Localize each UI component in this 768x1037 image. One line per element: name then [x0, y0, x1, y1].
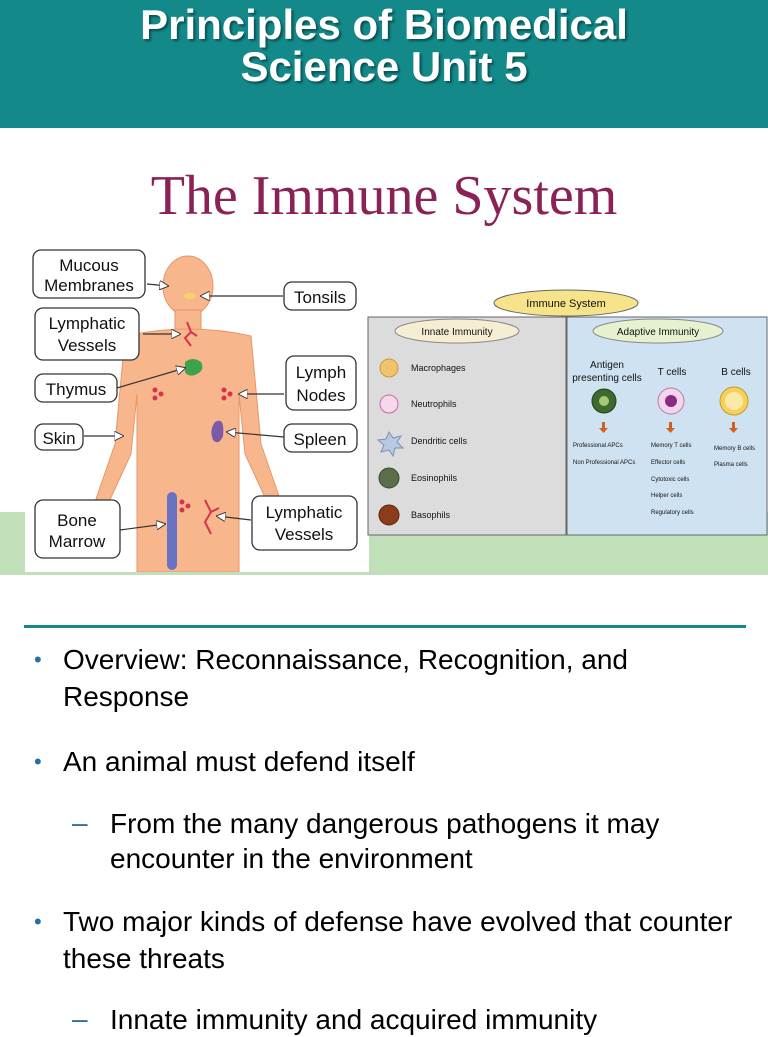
label-lymphatic-top-1: Lymphatic	[49, 314, 126, 333]
bullet-marker: •	[34, 909, 42, 934]
lymphatic-vessel-lines	[183, 321, 220, 535]
adaptive-cell-icons	[591, 386, 749, 416]
apc-header-1: Antigen	[590, 360, 624, 371]
bcell-item-2: Plasma cells	[714, 462, 748, 468]
bullet-text: Overview: Reconnaissance, Recognition, a…	[63, 644, 628, 712]
label-arrows	[84, 284, 285, 531]
slide-heading-line2: Science Unit 5	[240, 43, 528, 90]
adaptive-title: Adaptive Immunity	[617, 327, 699, 338]
tonsils-organ	[184, 293, 196, 299]
label-lymphatic-bottom-1: Lymphatic	[266, 503, 343, 522]
body-organs-figure: Mucous Membranes Lymphatic Vessels Thymu…	[25, 244, 369, 573]
bcell-item-1: Memory B cells	[714, 446, 755, 452]
innate-cell-2: Neutrophils	[411, 399, 457, 409]
spleen-organ	[211, 420, 224, 443]
label-spleen: Spleen	[294, 430, 347, 449]
innate-cell-icons	[376, 358, 405, 526]
body-silhouette	[95, 255, 281, 573]
apc-header-2: presenting cells	[572, 373, 641, 384]
bullet-marker: •	[34, 647, 42, 672]
innate-cell-3: Dendritic cells	[411, 436, 468, 446]
innate-title: Innate Immunity	[421, 327, 492, 338]
label-mucous-2: Membranes	[44, 276, 134, 295]
apc-item-2: Non Professional APCs	[573, 460, 635, 466]
tcell-item-3: Cytotoxic cells	[651, 477, 689, 483]
tcell-item-4: Helper cells	[651, 493, 682, 499]
sub-bullet-marker: –	[72, 807, 88, 838]
tcell-item-5: Regulatory cells	[651, 510, 694, 516]
tcell-header: T cells	[658, 367, 687, 378]
label-tonsils: Tonsils	[294, 288, 346, 307]
adaptive-panel	[566, 316, 768, 536]
slide-heading: Principles of Biomedical Science Unit 5	[0, 4, 768, 88]
label-lymph-nodes-1: Lymph	[296, 363, 346, 382]
innate-panel	[367, 316, 567, 536]
sub-bullet-marker: –	[72, 1003, 88, 1034]
root-label: Immune System	[526, 298, 605, 310]
sub-bullet-text: From the many dangerous pathogens it may…	[110, 808, 660, 874]
label-mucous-1: Mucous	[59, 256, 119, 275]
root-node	[493, 289, 639, 317]
bullet-text: Two major kinds of defense have evolved …	[63, 906, 733, 974]
title-bar: Principles of Biomedical Science Unit 5	[0, 0, 768, 128]
label-bone-marrow-1: Bone	[57, 511, 97, 530]
tcell-item-2: Effector cells	[651, 460, 685, 466]
sub-bullet-text: Innate immunity and acquired immunity	[110, 1004, 598, 1035]
label-lymphatic-bottom-2: Vessels	[275, 525, 334, 544]
innate-cell-1: Macrophages	[411, 363, 466, 373]
innate-node	[394, 318, 520, 344]
down-arrows	[599, 422, 738, 433]
bone-marrow-organ	[167, 492, 177, 570]
immune-classification-chart: Immune System Innate Immunity Adaptive I…	[367, 285, 768, 537]
innate-cell-4: Eosinophils	[411, 473, 458, 483]
innate-cell-5: Basophils	[411, 510, 451, 520]
slide-heading-line1: Principles of Biomedical	[140, 1, 628, 48]
label-lymph-nodes-2: Nodes	[296, 386, 345, 405]
adaptive-node	[592, 318, 724, 344]
label-lymphatic-top-2: Vessels	[58, 336, 117, 355]
thymus-organ	[185, 359, 203, 376]
lymph-node-dots	[152, 387, 233, 513]
label-thymus: Thymus	[46, 380, 106, 399]
bullet-text: An animal must defend itself	[63, 746, 415, 777]
bcell-header: B cells	[721, 367, 750, 378]
apc-item-1: Professional APCs	[573, 443, 623, 449]
label-skin: Skin	[42, 429, 75, 448]
label-bone-marrow-2: Marrow	[49, 532, 106, 551]
bullet-marker: •	[34, 749, 42, 774]
tcell-item-1: Memory T cells	[651, 443, 691, 449]
content-divider	[24, 625, 746, 628]
slide-title: The Immune System	[150, 165, 618, 227]
